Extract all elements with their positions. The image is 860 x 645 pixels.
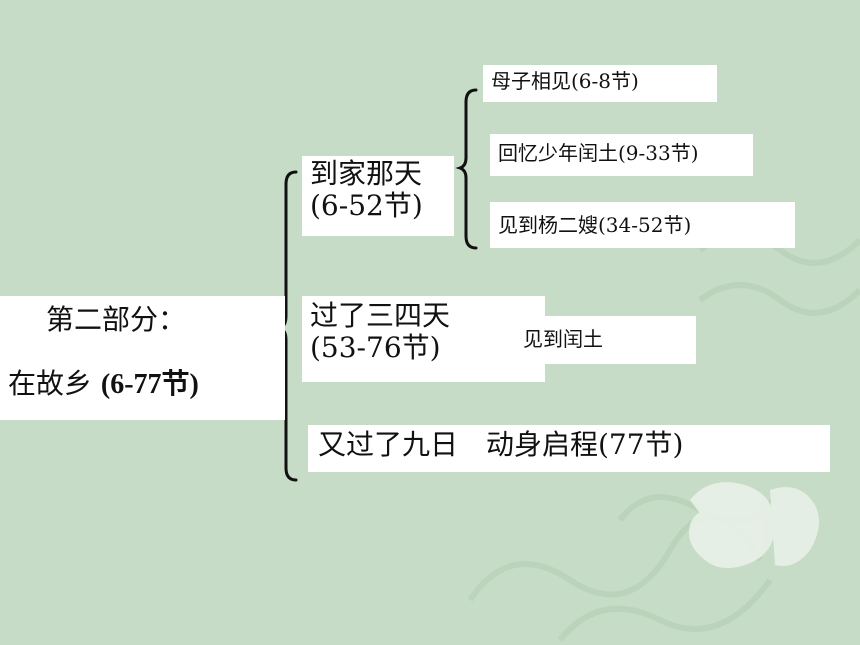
branch-2-title: 过了三四天 [310,299,451,332]
sub-node-2-1: 见到闰土 [508,316,696,364]
sub-node-1-2-label: 回忆少年闰土(9-33节) [498,141,699,165]
sub-node-1-2: 回忆少年闰土(9-33节) [490,134,753,176]
sub-node-2-1-label: 见到闰土 [523,327,603,351]
root-range: (6-77节) [100,369,199,400]
branch-1-range: (6-52节) [310,189,423,223]
sub-node-1-3: 见到杨二嫂(34-52节) [490,202,795,248]
sub-node-1-1-label: 母子相见(6-8节) [491,69,639,93]
branch-3-title: 又过了九日 动身启程(77节) [318,428,684,461]
branch-1-title: 到家那天 [310,157,423,190]
branch-node-1: 到家那天 (6-52节) [302,156,454,236]
branch-2-range: (53-76节) [310,331,441,365]
dragon-emblem-icon [689,482,819,569]
sub-node-1-1: 母子相见(6-8节) [483,65,717,102]
root-node: 第二部分： 在故乡 (6-77节) [0,296,285,420]
root-subtitle: 在故乡 (6-77节) [8,367,199,401]
branch-node-3: 又过了九日 动身启程(77节) [308,425,830,472]
root-title: 第二部分： [46,303,187,336]
branch-node-2: 过了三四天 (53-76节) [302,296,545,382]
sub-node-1-3-label: 见到杨二嫂(34-52节) [498,213,692,237]
root-place: 在故乡 [8,367,101,400]
